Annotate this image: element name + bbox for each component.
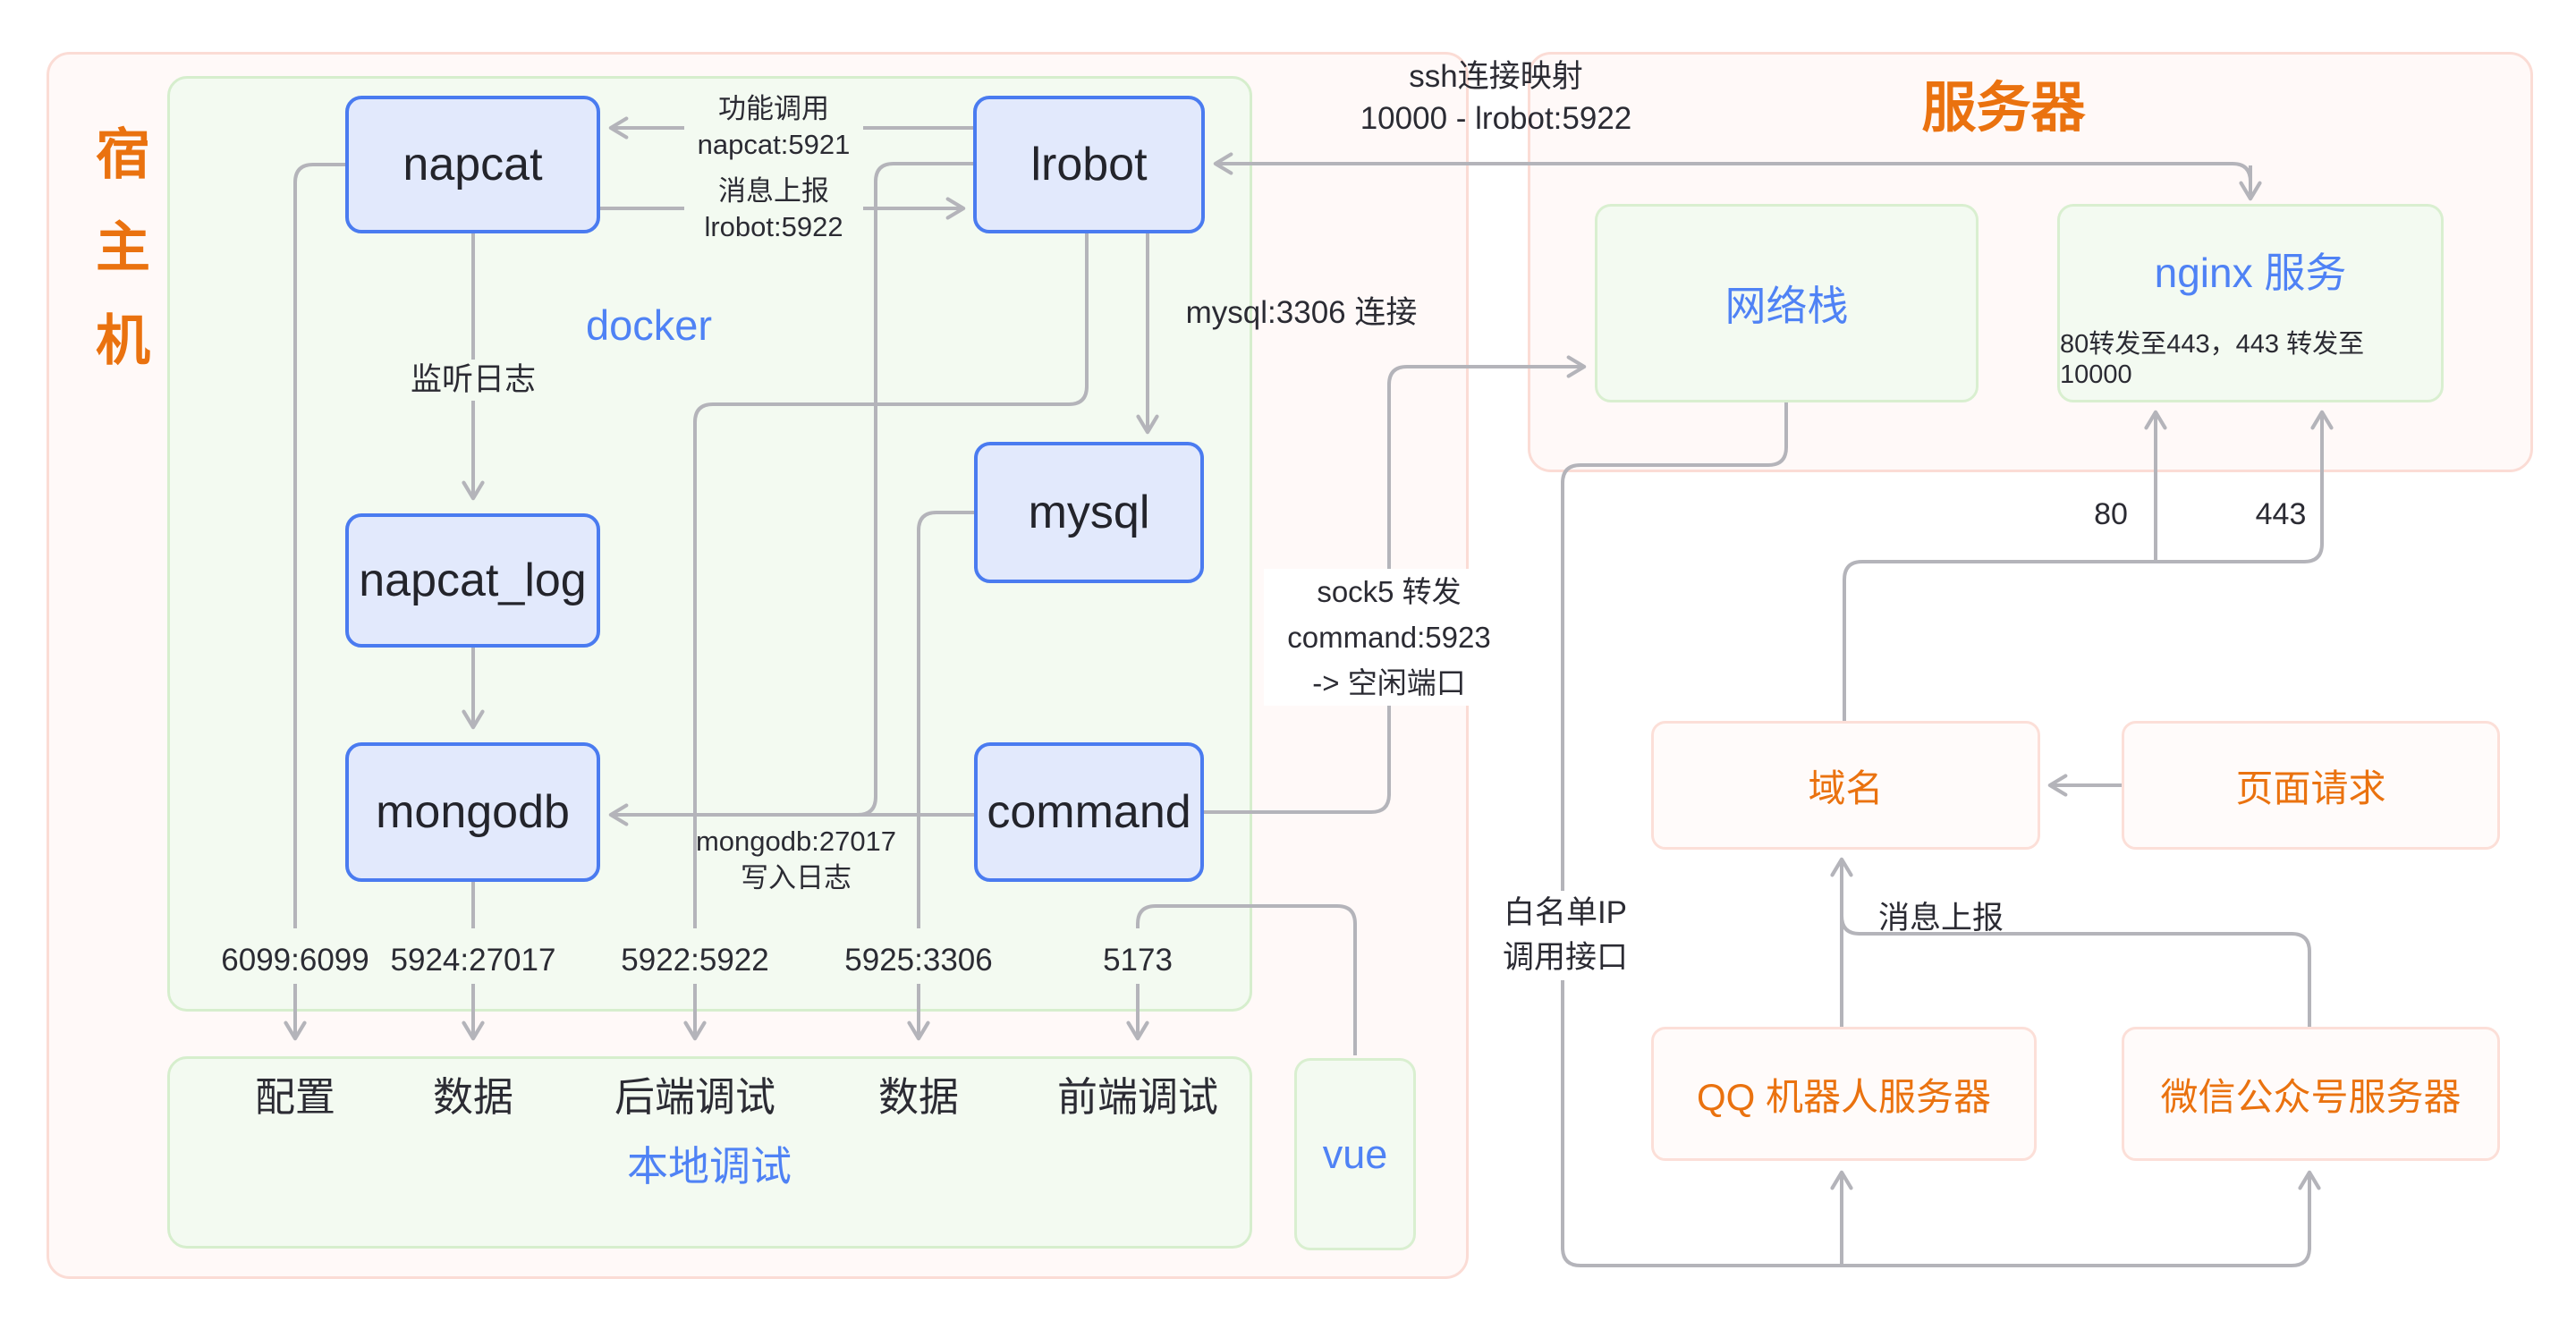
edge-napcat-6099 <box>293 163 345 928</box>
node-lrobot: lrobot <box>973 96 1205 233</box>
port-map-5924: 5924:27017 <box>390 943 556 978</box>
node-qq-bot: QQ 机器人服务器 <box>1651 1027 2037 1161</box>
vue-label: vue <box>1322 1131 1388 1177</box>
nginx-label: nginx 服务 <box>2154 249 2347 296</box>
label-port-80: 80 <box>2094 497 2128 531</box>
server-title: 服务器 <box>1921 77 2086 138</box>
label-msg-report-right: 消息上报 <box>1877 901 2004 936</box>
label-sock5: sock5 转发 command:5923 -> 空闲端口 <box>1264 569 1514 706</box>
label-func-call: 功能调用 napcat:5921 <box>684 91 863 163</box>
debug-item-data2: 数据 <box>877 1074 959 1120</box>
edge-ssh-to-lrobot <box>1213 152 2252 199</box>
host-title: 宿主机 <box>88 125 148 404</box>
node-wechat: 微信公众号服务器 <box>2122 1027 2500 1161</box>
node-mongodb-label: mongodb <box>376 786 570 838</box>
label-msg-report: 消息上报 lrobot:5922 <box>684 174 863 245</box>
edge-wechat-merge <box>1840 915 2311 1027</box>
node-napcat-log: napcat_log <box>345 513 600 648</box>
debug-item-data1: 数据 <box>432 1074 513 1120</box>
node-lrobot-label: lrobot <box>1030 139 1148 191</box>
node-mysql-label: mysql <box>1028 487 1150 538</box>
net-stack-box: 网络栈 <box>1595 204 1979 402</box>
port-map-5173: 5173 <box>1103 943 1173 978</box>
debug-item-config: 配置 <box>254 1074 335 1120</box>
node-qq-bot-label: QQ 机器人服务器 <box>1696 1075 1991 1118</box>
net-stack-label: 网络栈 <box>1724 283 1849 329</box>
debug-item-frontend: 前端调试 <box>1056 1074 1218 1120</box>
edge-whitelist <box>1561 402 2321 1267</box>
edge-lrobot-writelog <box>857 162 973 817</box>
node-page-request-label: 页面请求 <box>2235 766 2386 809</box>
node-page-request: 页面请求 <box>2122 721 2500 850</box>
edge-5173-vue <box>1136 904 1357 1055</box>
node-mysql: mysql <box>974 442 1204 583</box>
node-wechat-label: 微信公众号服务器 <box>2160 1075 2462 1118</box>
node-napcat-log-label: napcat_log <box>359 555 587 606</box>
vue-box: vue <box>1294 1058 1416 1250</box>
node-mongodb: mongodb <box>345 742 600 882</box>
label-mysql-conn: mysql:3306 连接 <box>1185 295 1418 330</box>
node-domain: 域名 <box>1651 721 2040 850</box>
label-whitelist: 白名单IP 调用接口 <box>1480 891 1650 980</box>
port-map-5922: 5922:5922 <box>621 943 769 978</box>
port-map-5925: 5925:3306 <box>844 943 993 978</box>
label-listen-log: 监听日志 <box>384 360 563 401</box>
local-debug-container <box>167 1056 1252 1249</box>
edge-mysql-5925 <box>917 511 974 928</box>
node-napcat: napcat <box>345 96 600 233</box>
docker-label: docker <box>586 301 713 349</box>
label-ssh-map: ssh连接映射 10000 - lrobot:5922 <box>1360 59 1632 136</box>
node-command: command <box>974 742 1204 882</box>
node-command-label: command <box>987 786 1191 838</box>
node-domain-label: 域名 <box>1808 766 1884 809</box>
nginx-box: nginx 服务 80转发至443，443 转发至 10000 <box>2057 204 2444 402</box>
local-debug-label: 本地调试 <box>627 1143 792 1190</box>
node-napcat-label: napcat <box>402 139 543 191</box>
label-port-443: 443 <box>2255 497 2307 531</box>
edge-lrobot-5922 <box>693 233 1089 928</box>
edge-domain-443 <box>1843 410 2334 721</box>
nginx-note: 80转发至443，443 转发至 10000 <box>2060 329 2365 389</box>
label-write-log: mongodb:27017 写入日志 <box>695 826 897 893</box>
port-map-6099: 6099:6099 <box>221 943 369 978</box>
debug-item-backend: 后端调试 <box>614 1074 775 1120</box>
